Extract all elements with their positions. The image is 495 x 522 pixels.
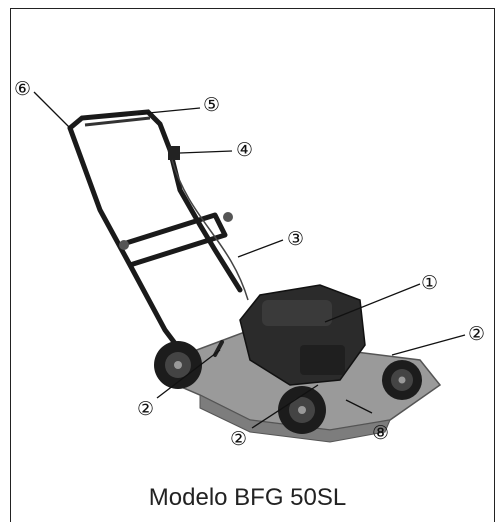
engine-cover (262, 300, 332, 326)
handle-knob-left (119, 240, 129, 250)
front-right-wheel-center (398, 376, 406, 384)
callout-handle: ⑥ (14, 78, 32, 100)
callout-deck: ⑧ (372, 422, 390, 444)
leader-brake-lever (179, 150, 233, 154)
leader-handle-bar (137, 107, 201, 115)
leader-lever-front (251, 384, 319, 429)
brake-lever-part (168, 146, 180, 160)
leader-lever-rear (156, 349, 221, 399)
engine-tank (300, 345, 345, 375)
rear-wheel-center (174, 361, 182, 369)
leader-lever-right (391, 334, 466, 356)
handle-crossbar-lower (119, 212, 228, 268)
callout-lever-rear: ② (137, 398, 155, 420)
callout-lever-front: ② (230, 428, 248, 450)
callout-handle-bar: ⑤ (203, 94, 221, 116)
leader-handle (33, 91, 71, 129)
deck-front-skirt (199, 394, 391, 443)
leader-cable (237, 239, 284, 258)
callout-engine: ① (421, 272, 439, 294)
leader-lines (33, 91, 466, 429)
control-cable (171, 159, 249, 301)
front-left-wheel-center (298, 406, 306, 414)
handle-left-rail (67, 125, 183, 353)
leader-deck (345, 399, 373, 414)
handle-top-bar (84, 116, 151, 127)
callout-lever-right: ② (468, 323, 486, 345)
callout-brake-lever: ④ (236, 139, 254, 161)
lawnmower-illustration (67, 109, 442, 443)
model-caption: Modelo BFG 50SL (148, 484, 347, 511)
leader-engine (324, 283, 421, 323)
callout-cable: ③ (287, 228, 305, 250)
handle-knob-right (223, 212, 233, 222)
